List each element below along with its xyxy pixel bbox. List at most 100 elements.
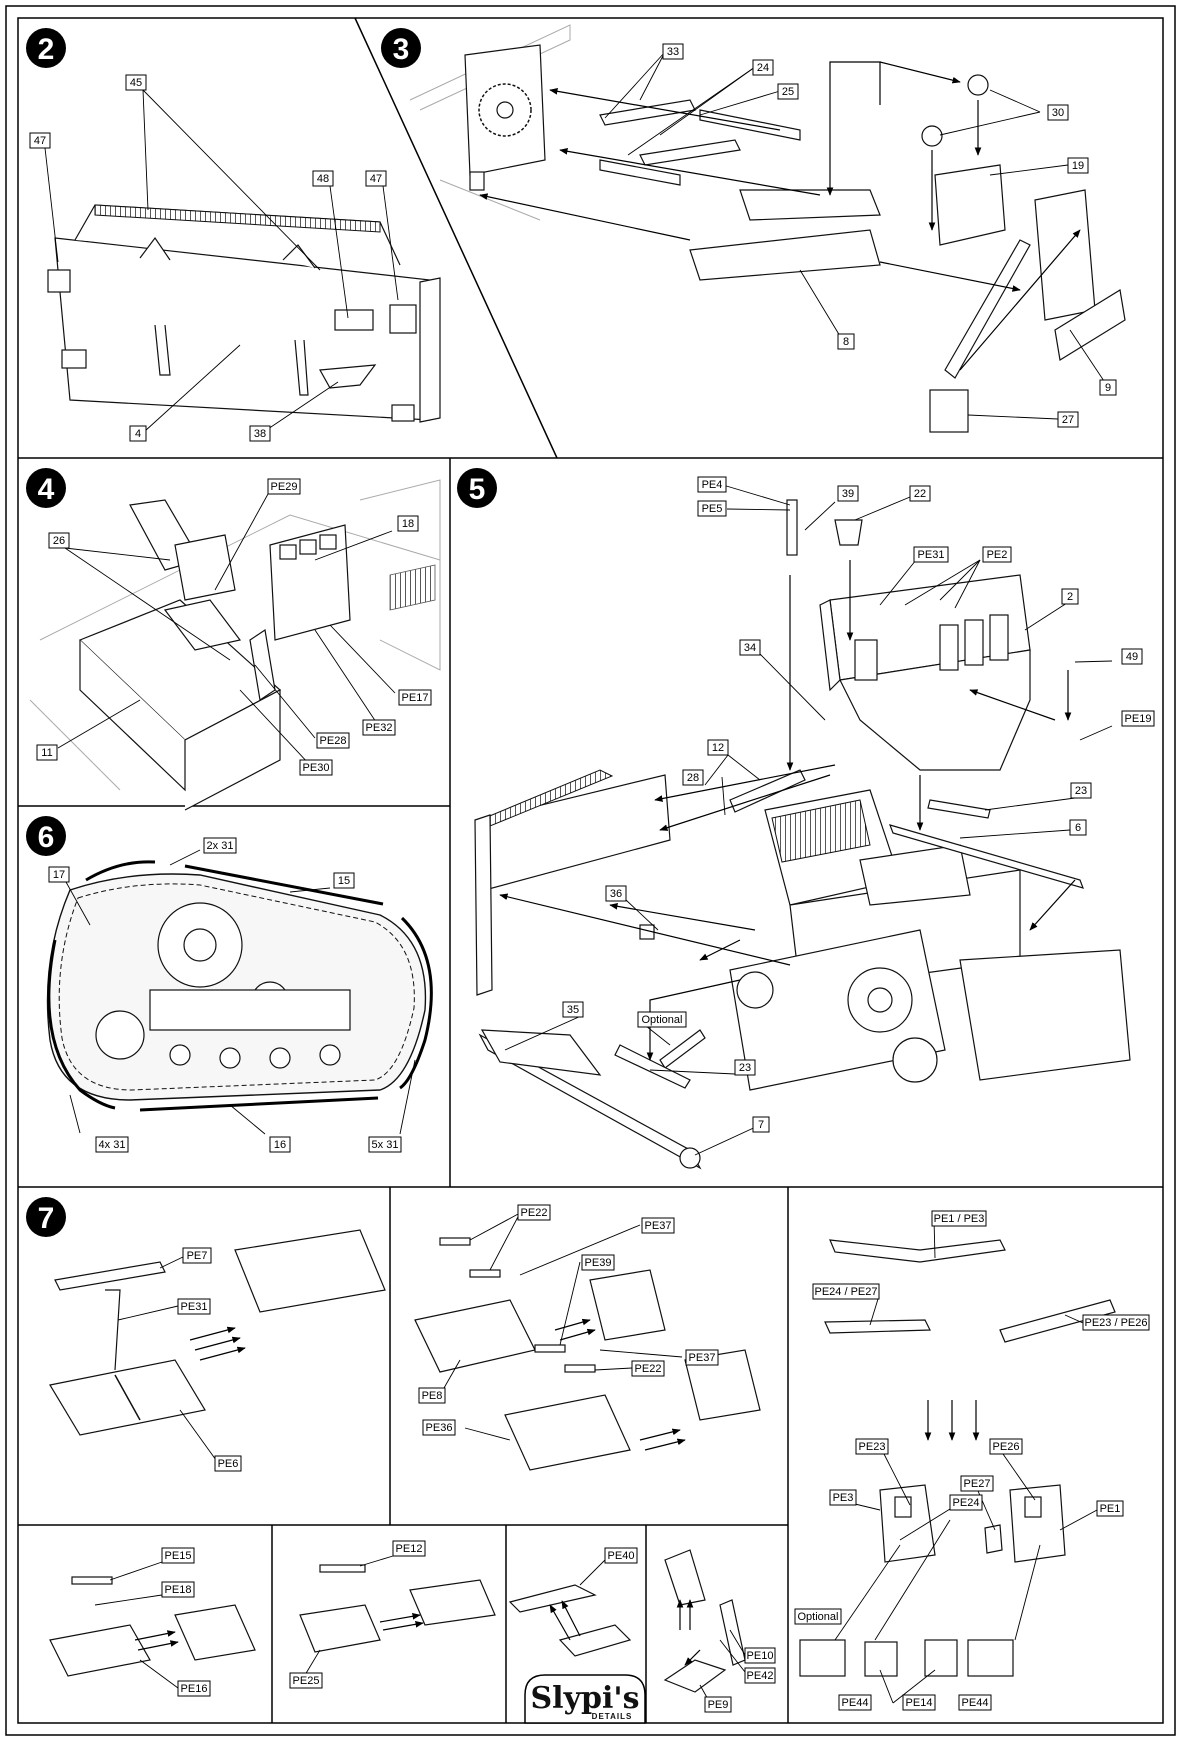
callout-text: PE3 [833, 1492, 854, 1504]
callout: PE18 [161, 1581, 195, 1598]
callout-text: PE6 [218, 1458, 239, 1470]
callout: PE31 [913, 546, 949, 563]
callout-text: PE7 [187, 1250, 208, 1262]
step-4-badge: 4 [26, 468, 66, 508]
panel-2-blade-drawing [47, 204, 441, 423]
callout-text: PE31 [918, 549, 945, 561]
callout-text: 47 [34, 135, 46, 147]
panel-4-leaders [57, 493, 396, 766]
panel-7d-leaders [94, 1561, 179, 1689]
callout: 47 [29, 132, 51, 149]
callout: PE31 [177, 1298, 211, 1315]
callout-text: 30 [1052, 107, 1064, 119]
callout: 30 [1047, 104, 1069, 121]
callout: PE9 [704, 1696, 732, 1713]
callout-text: PE39 [585, 1257, 612, 1269]
callout: PE14 [902, 1694, 936, 1711]
callout-text: 39 [842, 488, 854, 500]
callout: PE25 [289, 1672, 323, 1689]
brand-subtitle: DETAILS [592, 1712, 633, 1721]
callout-text: PE1 / PE3 [934, 1213, 985, 1225]
callout-text: 47 [370, 173, 382, 185]
callout-text: PE22 [635, 1363, 662, 1375]
callout: PE44 [838, 1694, 872, 1711]
callout-text: PE14 [906, 1697, 933, 1709]
panel-7c-callouts: PE1 / PE3 PE24 / PE27 PE23 / PE26 PE23 P… [794, 1210, 1150, 1711]
step-3-badge: 3 [381, 28, 421, 68]
step-7-number: 7 [38, 1202, 55, 1235]
panel-3-callouts: 33 24 25 30 19 8 9 27 [662, 43, 1117, 428]
panel-7g-callouts: PE10 PE42 PE9 [704, 1647, 776, 1713]
callout-text: 16 [274, 1139, 286, 1151]
callout-text: 25 [782, 86, 794, 98]
callout: PE42 [744, 1667, 776, 1684]
callout-text: PE40 [608, 1550, 635, 1562]
callout: 34 [739, 639, 761, 656]
panel-7a-leaders [117, 1255, 217, 1461]
panel-7b-leaders [439, 1212, 683, 1441]
callout-text: PE24 [953, 1497, 980, 1509]
callout: Optional [637, 1011, 687, 1028]
callout-text: 18 [402, 518, 414, 530]
callout-text: 23 [739, 1062, 751, 1074]
callout-text: PE8 [422, 1390, 443, 1402]
panel-7g-drawing [663, 1549, 746, 1693]
callout: 16 [269, 1136, 291, 1153]
panel-3-leaders [604, 51, 1109, 420]
callout-text: 7 [758, 1119, 764, 1131]
panel-5-assembly-drawing [474, 499, 1131, 1170]
callout-text: PE16 [181, 1683, 208, 1695]
callout: 26 [48, 532, 70, 549]
panel-7b-drawing [414, 1237, 761, 1471]
callout-text: PE32 [366, 722, 393, 734]
callout: PE1 / PE3 [931, 1210, 987, 1227]
callout-text: Optional [798, 1611, 839, 1623]
callout: PE15 [161, 1547, 195, 1564]
callout: 24 [752, 59, 774, 76]
callout-text: PE2 [987, 549, 1008, 561]
callout-text: PE15 [165, 1550, 192, 1562]
callout: 5x 31 [368, 1136, 402, 1153]
callout: 19 [1067, 157, 1089, 174]
callout: 49 [1121, 648, 1143, 665]
panel-7c-leaders [834, 1218, 1098, 1704]
callout: PE4 [697, 476, 727, 493]
callout: PE2 [982, 546, 1012, 563]
callout-text: PE27 [964, 1478, 991, 1490]
callout-text: 23 [1075, 785, 1087, 797]
callout-text: PE28 [320, 735, 347, 747]
callout: PE30 [299, 759, 333, 776]
callout: 28 [682, 769, 704, 786]
callout-text: PE37 [689, 1352, 716, 1364]
callout: 17 [48, 866, 70, 883]
callout: 9 [1099, 379, 1117, 396]
brand-logo: Slypi's DETAILS [524, 1674, 646, 1724]
callout-text: 22 [914, 488, 926, 500]
callout-text: 38 [254, 428, 266, 440]
panel-7e-drawing [299, 1564, 496, 1653]
callout-text: PE37 [645, 1220, 672, 1232]
callout: PE32 [362, 719, 396, 736]
callout: 12 [707, 739, 729, 756]
panel-6-track-outline [47, 860, 433, 1112]
callout: PE17 [398, 689, 432, 706]
callout: 22 [909, 485, 931, 502]
step-3-number: 3 [393, 33, 410, 66]
callout: PE10 [744, 1647, 776, 1664]
callout: PE27 [960, 1475, 994, 1492]
callout-text: 12 [712, 742, 724, 754]
callout-text: 2x 31 [207, 840, 234, 852]
callout-text: PE31 [181, 1301, 208, 1313]
callout: 2 [1061, 588, 1079, 605]
panel-7a-drawing [49, 1229, 386, 1436]
panel-5-arrows [499, 560, 1076, 1061]
callout: 27 [1057, 411, 1079, 428]
panel-5-callouts: PE4 PE5 39 22 PE31 PE2 2 34 49 PE19 12 2… [562, 476, 1155, 1133]
panel-7c-drawing [799, 1239, 1116, 1677]
callout: PE24 [949, 1494, 983, 1511]
callout: PE16 [177, 1680, 211, 1697]
callout-text: 5x 31 [372, 1139, 399, 1151]
callout-text: PE25 [293, 1675, 320, 1687]
callout-text: 48 [317, 173, 329, 185]
callout: PE19 [1121, 710, 1155, 727]
